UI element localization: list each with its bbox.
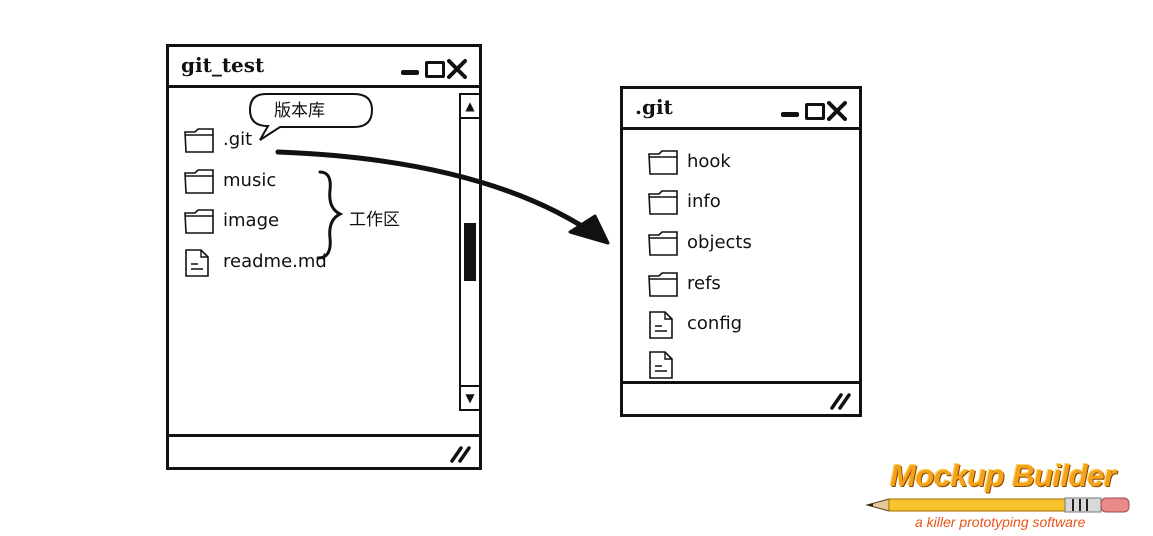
scroll-down-button[interactable]: ▼ <box>461 385 479 409</box>
window-title: git_test <box>181 53 265 77</box>
window-titlebar: .git <box>623 89 859 130</box>
item-label: refs <box>687 273 721 294</box>
file-icon <box>647 351 681 379</box>
minimize-icon[interactable] <box>401 70 419 75</box>
scroll-up-button[interactable]: ▲ <box>461 95 479 119</box>
resize-grip-icon[interactable] <box>449 445 471 463</box>
minimize-icon[interactable] <box>781 112 799 117</box>
resize-grip-icon[interactable] <box>829 392 851 410</box>
item-label: music <box>223 170 277 191</box>
item-label: .git <box>223 129 253 150</box>
window-controls <box>781 101 851 121</box>
folder-icon <box>647 149 681 177</box>
file-icon <box>183 249 217 277</box>
window-controls <box>401 59 471 79</box>
window-titlebar: git_test <box>169 47 479 88</box>
close-icon[interactable] <box>447 59 467 79</box>
scroll-thumb[interactable] <box>464 223 476 281</box>
maximize-icon[interactable] <box>425 61 445 78</box>
close-icon[interactable] <box>827 101 847 121</box>
item-label: objects <box>687 232 752 253</box>
folder-icon <box>647 230 681 258</box>
mockup-builder-logo: Mockup Builder a killer prototyping soft… <box>865 458 1140 533</box>
vertical-scrollbar[interactable]: ▲ ▼ <box>459 93 481 411</box>
window-title: .git <box>635 95 673 119</box>
brand-tagline: a killer prototyping software <box>915 514 1086 530</box>
repository-callout: 版本库 <box>274 101 325 121</box>
workspace-label: 工作区 <box>349 210 400 230</box>
item-label: info <box>687 191 721 212</box>
item-label: hook <box>687 151 731 172</box>
item-label: config <box>687 313 743 334</box>
brand-name: Mockup Builder <box>890 458 1116 493</box>
folder-icon <box>183 208 217 236</box>
folder-icon <box>183 168 217 196</box>
git-folder-window: .git hook info objects refs <box>620 86 862 417</box>
window-statusbar <box>169 434 479 467</box>
folder-icon <box>647 189 681 217</box>
window-statusbar <box>623 381 859 414</box>
folder-icon <box>647 271 681 299</box>
curly-brace <box>316 170 344 260</box>
arrow-connector <box>275 149 610 245</box>
speech-bubble <box>248 93 374 141</box>
file-icon <box>647 311 681 339</box>
item-label: image <box>223 210 280 231</box>
pencil-icon <box>865 497 1130 513</box>
item-label: readme.md <box>223 251 327 272</box>
folder-icon <box>183 127 217 155</box>
maximize-icon[interactable] <box>805 103 825 120</box>
